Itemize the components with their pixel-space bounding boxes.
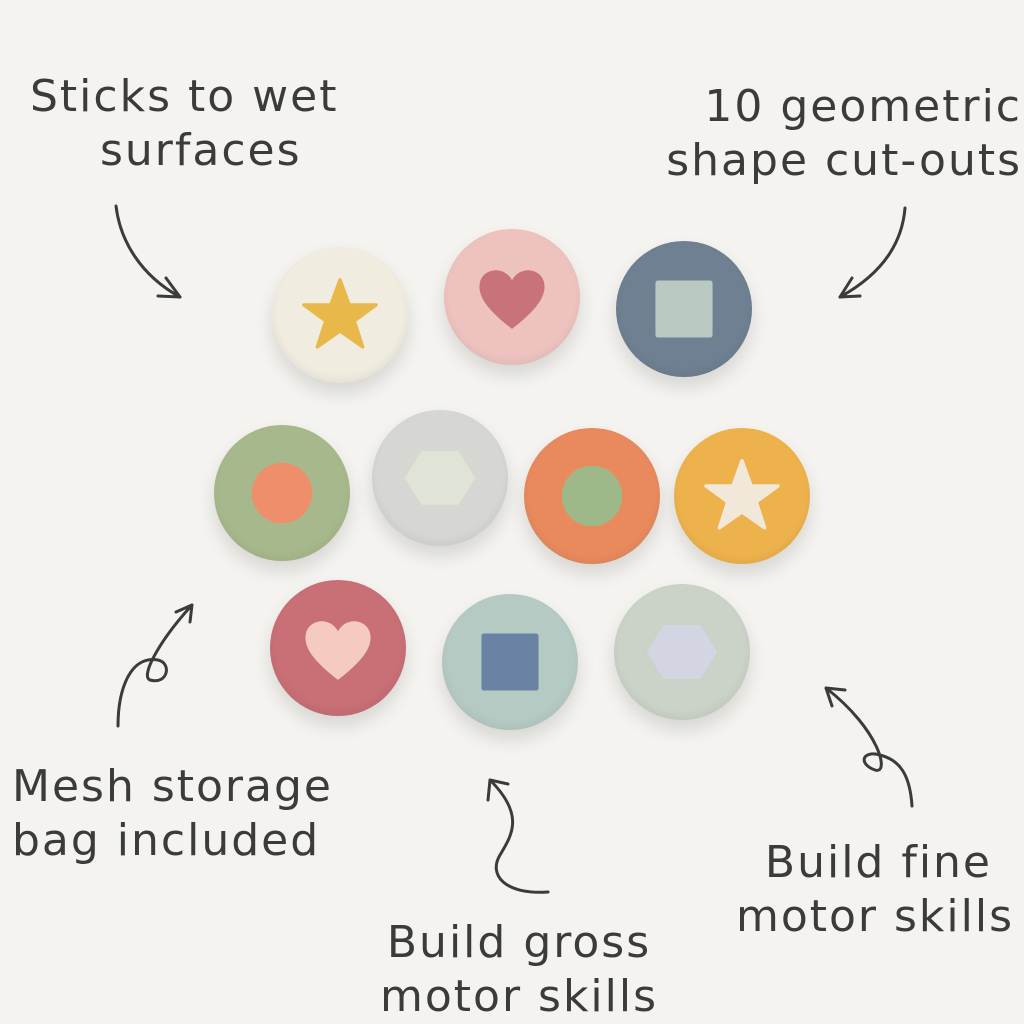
- callout-gross: Build gross motor skills: [380, 916, 658, 1024]
- arrow-sticks: [114, 204, 182, 299]
- callout-gross-line-2: motor skills: [380, 971, 659, 1022]
- disc-star: [674, 428, 810, 564]
- heart-icon: [479, 270, 545, 329]
- callout-fine-line-2: motor skills: [735, 891, 1014, 942]
- callout-sticks-line-2: surfaces: [100, 125, 302, 176]
- callout-sticks: Sticks to wet surfaces: [30, 70, 338, 178]
- callout-fine-line-1: Build fine: [764, 837, 992, 888]
- callout-fine: Build fine motor skills: [736, 836, 1014, 944]
- circle-icon: [251, 462, 313, 524]
- disc-square: [616, 241, 752, 377]
- disc-heart: [444, 229, 580, 365]
- arrow-shapes: [838, 206, 907, 299]
- square-icon: [481, 633, 539, 691]
- callout-shapes: 10 geometric shape cut-outs: [666, 80, 1022, 188]
- heart-icon: [305, 621, 371, 680]
- hexagon-icon: [404, 451, 476, 505]
- disc-circle: [214, 425, 350, 561]
- callout-gross-line-1: Build gross: [386, 917, 652, 968]
- hexagon-icon: [646, 625, 718, 679]
- disc-circle: [524, 428, 660, 564]
- star-icon: [704, 459, 780, 530]
- disc-heart: [270, 580, 406, 716]
- circle-icon: [561, 465, 623, 527]
- disc-hexagon: [372, 410, 508, 546]
- callout-shapes-line-2: shape cut-outs: [666, 135, 1022, 186]
- callout-mesh-line-2: bag included: [12, 815, 321, 866]
- arrow-fine: [824, 686, 914, 808]
- callout-sticks-line-1: Sticks to wet: [30, 71, 339, 122]
- star-icon: [302, 278, 378, 349]
- disc-square: [442, 594, 578, 730]
- callout-mesh: Mesh storage bag included: [12, 760, 333, 868]
- callout-shapes-line-1: 10 geometric: [704, 81, 1022, 132]
- arrow-mesh: [116, 603, 194, 728]
- disc-hexagon: [614, 584, 750, 720]
- arrow-gross: [486, 778, 550, 894]
- square-icon: [655, 280, 713, 338]
- callout-mesh-line-1: Mesh storage: [12, 761, 333, 812]
- disc-star: [272, 247, 408, 383]
